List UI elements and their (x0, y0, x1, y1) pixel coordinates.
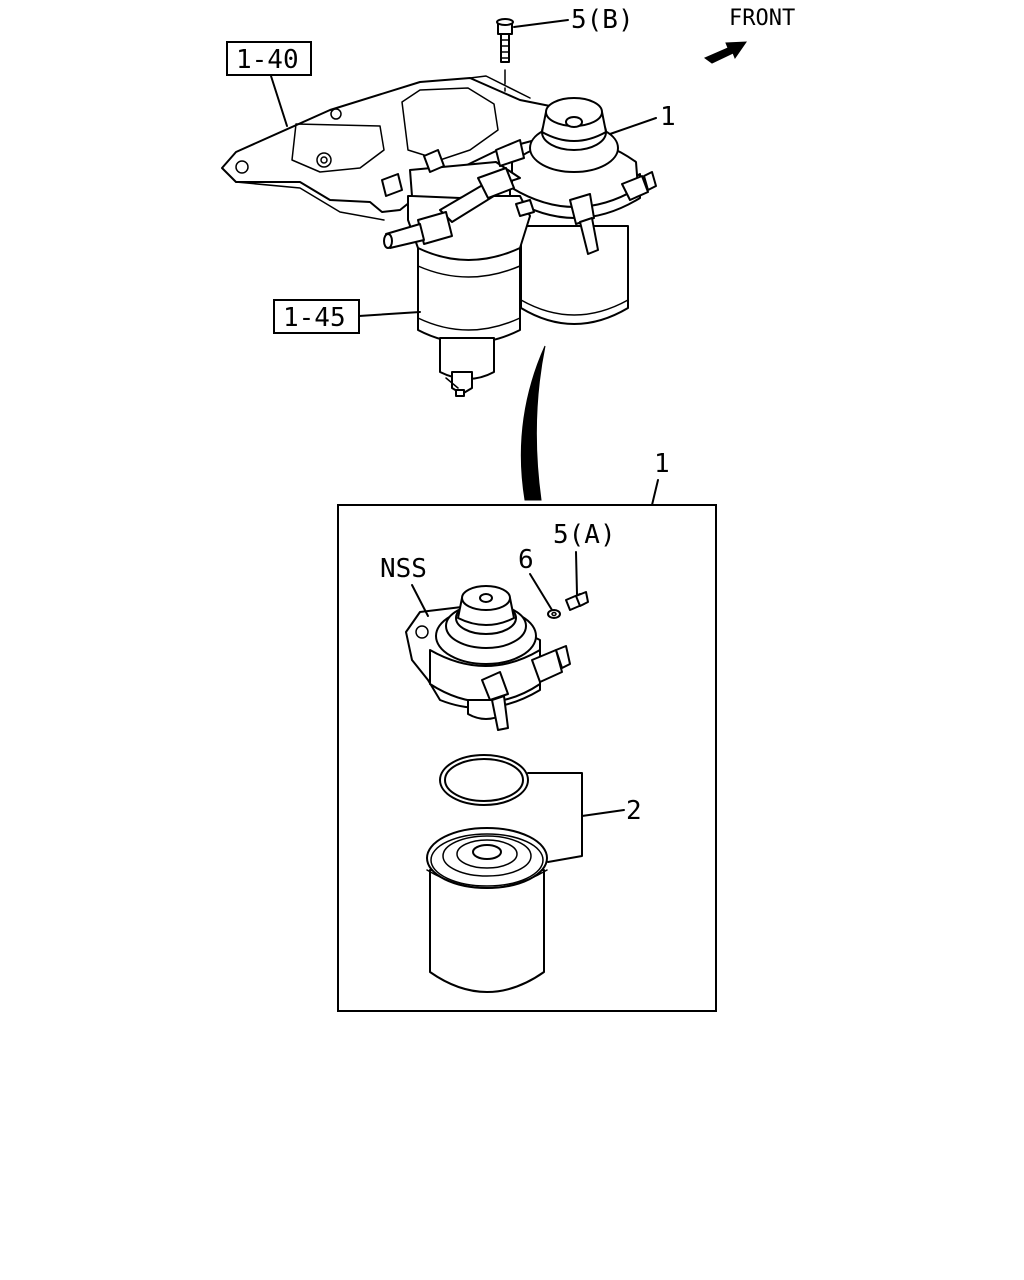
leader-2 (527, 772, 625, 863)
detail-box (337, 504, 717, 1012)
filter-element (426, 827, 548, 993)
label-1-top: 1 (660, 102, 676, 132)
bolt-5b (496, 18, 514, 63)
ref-label-1-40: 1-40 (236, 45, 299, 75)
label-2: 2 (626, 796, 642, 826)
label-nss: NSS (380, 554, 427, 584)
filter-assembly-left (381, 139, 535, 397)
leader-1-45 (358, 311, 421, 317)
o-ring (439, 754, 529, 806)
leader-nss (411, 584, 429, 617)
leader-1-top (609, 117, 657, 135)
label-5b: 5(B) (571, 5, 634, 35)
ref-label-1-45: 1-45 (283, 303, 346, 333)
leader-5a (575, 551, 578, 595)
label-6: 6 (518, 545, 534, 575)
front-label: FRONT (729, 6, 795, 31)
washer-6 (547, 609, 561, 619)
mounting-bracket (221, 75, 581, 221)
bolt-5a (565, 591, 589, 611)
leader-6 (529, 573, 553, 611)
label-5a: 5(A) (553, 520, 616, 550)
leader-5b (513, 19, 569, 28)
front-arrow-icon (703, 41, 747, 64)
filter-head-housing (405, 585, 571, 731)
leader-1-box (651, 479, 659, 506)
detail-connector-curve (520, 345, 546, 501)
leader-1-40 (270, 75, 288, 127)
ref-box-1-40 (226, 41, 312, 76)
filter-assembly-right (509, 97, 657, 325)
label-1-box: 1 (654, 449, 670, 479)
